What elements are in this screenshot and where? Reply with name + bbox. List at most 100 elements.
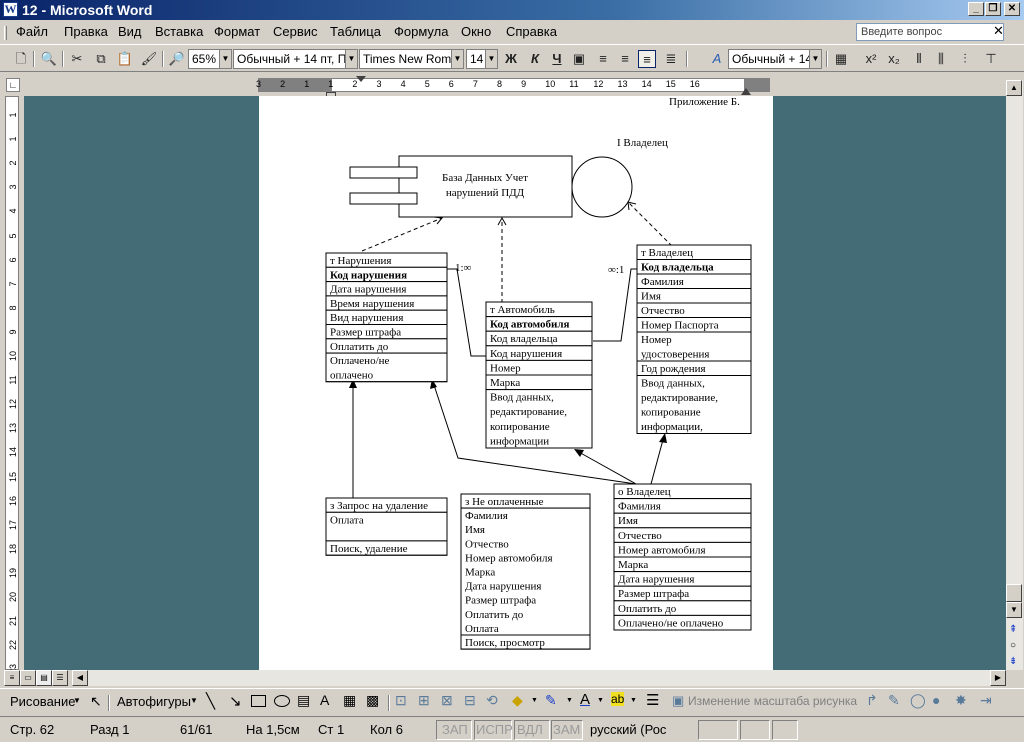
menu-grip[interactable] xyxy=(4,26,7,40)
canvas-fit-icon[interactable]: ⊡ xyxy=(395,692,407,708)
browse-object-icon[interactable]: ○ xyxy=(1010,640,1017,651)
columns-icon[interactable]: ⫶ xyxy=(963,51,967,66)
chevron-down-icon[interactable]: ▼ xyxy=(566,697,573,704)
underline-button[interactable]: Ч xyxy=(552,51,562,66)
fill-color-icon[interactable]: ◆ xyxy=(512,692,523,708)
cut-icon[interactable]: ✂ xyxy=(71,51,83,66)
subscript-icon[interactable]: x₂ xyxy=(888,51,900,66)
line-style-icon[interactable]: ☰ xyxy=(646,692,660,709)
scroll-right-button[interactable]: ▶ xyxy=(990,670,1006,686)
status-record-macro[interactable]: ЗАП xyxy=(442,722,468,737)
menu-formula[interactable]: Формула xyxy=(394,24,449,39)
er-diagram[interactable]: Приложение Б. База Данных Учет нарушений… xyxy=(259,96,773,670)
connector-icon[interactable]: ↱ xyxy=(866,692,878,708)
entity-table-owner[interactable] xyxy=(636,244,752,434)
owner-actor[interactable] xyxy=(571,156,633,218)
status-track-changes[interactable]: ИСПР xyxy=(476,722,513,737)
select-objects-icon[interactable]: ↖ xyxy=(90,693,102,709)
print-view-icon[interactable]: ▤ xyxy=(36,670,52,686)
chevron-down-icon[interactable]: ▼ xyxy=(219,49,232,69)
distribute-icon[interactable]: ⫴ xyxy=(916,51,922,66)
close-button[interactable]: ✕ xyxy=(1004,2,1020,16)
italic-button[interactable]: К xyxy=(531,51,539,66)
wordart-tool-icon[interactable]: A xyxy=(320,692,330,708)
chevron-down-icon[interactable]: ▼ xyxy=(190,696,198,705)
draw-menu-button[interactable]: Рисование xyxy=(10,694,76,709)
draw-table-icon[interactable]: ⊤ xyxy=(985,51,997,66)
paste-icon[interactable]: 📋 xyxy=(116,51,134,66)
menu-format[interactable]: Формат xyxy=(214,24,261,39)
star-icon[interactable]: ✸ xyxy=(955,692,967,708)
menu-window[interactable]: Окно xyxy=(461,24,492,39)
scroll-up-button[interactable]: ▲ xyxy=(1006,80,1022,96)
status-extend[interactable]: ВДЛ xyxy=(517,722,543,737)
first-line-indent-marker[interactable] xyxy=(356,76,366,82)
entity-table-query-unpaid[interactable] xyxy=(460,493,591,650)
style-select[interactable]: Обычный + 14 пт, По xyxy=(233,49,346,69)
chevron-down-icon[interactable]: ▼ xyxy=(451,49,464,69)
textbox-tool-icon[interactable]: ▤ xyxy=(297,692,311,708)
chevron-down-icon[interactable]: ▼ xyxy=(485,49,498,69)
border-icon[interactable]: ▦ xyxy=(834,51,848,66)
justify-icon[interactable]: ≣ xyxy=(665,51,677,66)
resize-picture-icon[interactable]: ▣ xyxy=(672,693,685,708)
print-preview-icon[interactable]: 🔍 xyxy=(40,51,58,66)
resize-picture-label[interactable]: Изменение масштаба рисунка xyxy=(688,694,858,708)
copy-icon[interactable]: ⧉ xyxy=(96,51,106,66)
chevron-down-icon[interactable]: ▼ xyxy=(597,697,604,704)
align-objects-icon[interactable]: ⫼ xyxy=(938,51,944,66)
superscript-icon[interactable]: x² xyxy=(865,51,877,66)
database-component[interactable] xyxy=(398,155,573,218)
line-color-icon[interactable]: ✎ xyxy=(545,692,557,708)
zoom-select[interactable]: 65% xyxy=(188,49,220,69)
previous-page-icon[interactable]: ⇞ xyxy=(1009,624,1018,635)
pen-icon[interactable]: ✎ xyxy=(888,692,900,708)
close-document-icon[interactable]: ✕ xyxy=(993,23,1004,38)
font-select[interactable]: Times New Roman xyxy=(359,49,452,69)
entity-table-violation[interactable] xyxy=(325,252,448,383)
font-color-icon[interactable]: A xyxy=(580,691,591,708)
arrow-shape-icon[interactable]: ⇥ xyxy=(980,692,992,708)
shape-oval-icon[interactable]: ◯ xyxy=(910,692,926,708)
chevron-down-icon[interactable]: ▼ xyxy=(531,697,538,704)
highlight-icon[interactable]: ab xyxy=(611,692,625,706)
format-painter-icon[interactable]: 🖌 xyxy=(140,51,158,66)
menu-edit[interactable]: Правка xyxy=(64,24,108,39)
entity-table-report-owner[interactable] xyxy=(613,483,752,631)
canvas-scale-icon[interactable]: ⊠ xyxy=(441,692,453,708)
menu-file[interactable]: Файл xyxy=(16,24,48,39)
menu-insert[interactable]: Вставка xyxy=(155,24,204,39)
status-overtype[interactable]: ЗАМ xyxy=(553,722,581,737)
chevron-down-icon[interactable]: ▼ xyxy=(73,696,81,705)
web-view-icon[interactable]: ▭ xyxy=(20,670,36,686)
bold-button[interactable]: Ж xyxy=(505,51,517,66)
menu-help[interactable]: Справка xyxy=(506,24,557,39)
arrow-tool-icon[interactable]: ↘ xyxy=(229,693,242,710)
new-document-icon[interactable]: 🗋 xyxy=(15,51,27,66)
picture-tool-icon[interactable]: ▩ xyxy=(366,692,380,708)
word-app-icon[interactable]: W xyxy=(3,2,18,17)
style-select-2[interactable]: Обычный + 14 xyxy=(728,49,810,69)
minimize-button[interactable]: _ xyxy=(968,2,984,16)
menu-tools[interactable]: Сервис xyxy=(273,24,318,39)
clipart-tool-icon[interactable]: ▦ xyxy=(343,692,357,708)
entity-table-car[interactable] xyxy=(485,301,593,449)
align-center-icon[interactable]: ≡ xyxy=(621,51,629,66)
chevron-down-icon[interactable]: ▼ xyxy=(345,49,358,69)
align-left-icon[interactable]: ≡ xyxy=(599,51,607,66)
status-language[interactable]: русский (Рос xyxy=(590,722,667,737)
menu-table[interactable]: Таблица xyxy=(330,24,381,39)
entity-table-query-delete[interactable] xyxy=(325,497,448,556)
menu-view[interactable]: Вид xyxy=(118,24,142,39)
maximize-button[interactable]: ❐ xyxy=(985,2,1001,16)
normal-view-icon[interactable]: ≡ xyxy=(4,670,20,686)
chevron-down-icon[interactable]: ▼ xyxy=(809,49,822,69)
autoshapes-button[interactable]: Автофигуры xyxy=(117,694,191,709)
insert-picture-icon[interactable]: ▣ xyxy=(572,51,586,66)
line-tool-icon[interactable]: ╲ xyxy=(206,693,216,710)
scroll-thumb[interactable] xyxy=(1006,584,1022,602)
canvas-wrap-icon[interactable]: ⊟ xyxy=(464,692,476,708)
zoom-icon[interactable]: 🔎 xyxy=(168,51,186,66)
scroll-left-button[interactable]: ◀ xyxy=(72,670,88,686)
